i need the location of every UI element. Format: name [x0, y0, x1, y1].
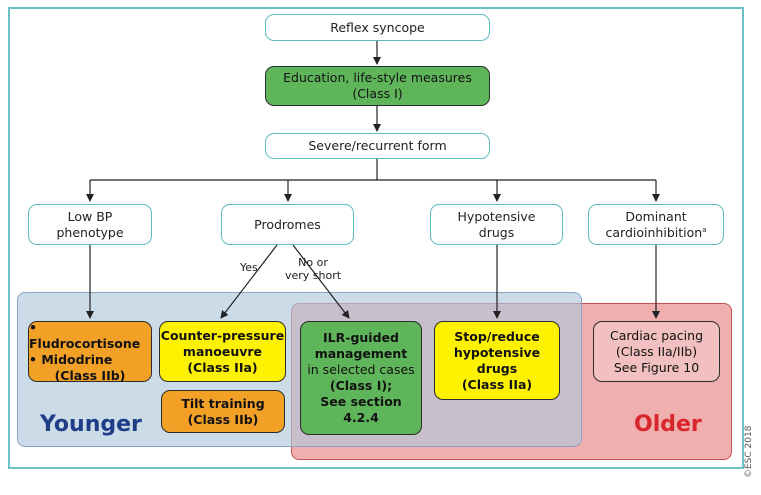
tilt-line1: Tilt training	[181, 395, 265, 411]
stop-line4: (Class IIa)	[461, 376, 533, 392]
cardio-line2-wrap: cardioinhibitiona	[606, 225, 707, 241]
tilt-training-box: Tilt training (Class IIb)	[161, 390, 285, 433]
arrow-yes-to-counter	[220, 244, 278, 319]
fludro-line3: (Class IIb)	[54, 367, 126, 383]
no-line1: No or	[298, 256, 328, 269]
cardio-line2: cardioinhibition	[605, 224, 703, 240]
ilr-line5: See section	[320, 394, 402, 409]
education-line2: (Class I)	[352, 86, 403, 101]
older-label: Older	[634, 412, 702, 437]
reflex-syncope-box: Reflex syncope	[265, 14, 490, 41]
stop-line2: hypotensive	[453, 344, 541, 360]
low-bp-line2: phenotype	[56, 224, 124, 240]
ilr-line6: 4.2.4	[343, 410, 379, 425]
yes-label: Yes	[240, 261, 258, 274]
hypotensive-line1: Hypotensive	[457, 208, 536, 224]
low-bp-phenotype-box: Low BP phenotype	[28, 204, 152, 245]
pacing-line2: (Class IIa/IIb)	[615, 343, 698, 359]
prodromes-box: Prodromes	[221, 204, 354, 245]
prodromes-label: Prodromes	[254, 216, 321, 232]
fludro-line1: • Fludrocortisone	[29, 319, 141, 351]
low-bp-line1: Low BP	[67, 208, 113, 224]
fludro-line2: • Midodrine	[29, 351, 113, 367]
fludrocortisone-midodrine-box: • Fludrocortisone • Midodrine (Class IIb…	[28, 319, 152, 383]
stop-line3: drugs	[476, 360, 518, 376]
counter-pressure-box: Counter-pressure manoeuvre (Class IIa)	[159, 321, 286, 382]
counter-line2: manoeuvre	[182, 343, 263, 359]
counter-line3: (Class IIa)	[187, 359, 258, 375]
cardio-line1: Dominant	[625, 208, 687, 224]
copyright-label: ©ESC 2018	[744, 425, 754, 478]
severe-recurrent-label: Severe/recurrent form	[308, 138, 447, 153]
education-box: Education, life-style measures (Class I)	[265, 66, 490, 106]
dominant-cardioinhibition-box: Dominant cardioinhibitiona	[588, 204, 724, 245]
ilr-guided-box: ILR-guided management in selected cases …	[300, 321, 422, 435]
younger-label: Younger	[40, 412, 142, 437]
tilt-line2: (Class IIb)	[187, 411, 259, 427]
stop-reduce-box: Stop/reduce hypotensive drugs (Class IIa…	[434, 321, 560, 400]
cardio-footnote-mark: a	[702, 225, 707, 234]
hypotensive-line2: drugs	[478, 224, 515, 240]
reflex-syncope-label: Reflex syncope	[330, 19, 425, 35]
no-line2: very short	[285, 269, 342, 282]
ilr-line3: in selected cases	[307, 362, 415, 377]
counter-line1: Counter-pressure	[160, 327, 285, 343]
edge-label-no: No or very short	[285, 256, 341, 282]
ilr-line1: ILR-guided	[323, 330, 399, 345]
arrow-no-to-ilr	[292, 244, 350, 319]
pacing-line3: See Figure 10	[613, 359, 700, 375]
severe-recurrent-box: Severe/recurrent form	[265, 133, 490, 159]
stop-line1: Stop/reduce	[454, 328, 540, 344]
ilr-line2: management	[314, 346, 408, 361]
hypotensive-drugs-box: Hypotensive drugs	[430, 204, 563, 245]
pacing-line1: Cardiac pacing	[609, 327, 704, 343]
education-line1: Education, life-style measures	[283, 70, 472, 85]
ilr-line4: (Class I);	[329, 378, 393, 393]
cardiac-pacing-box: Cardiac pacing (Class IIa/IIb) See Figur…	[593, 321, 720, 382]
edge-label-yes: Yes	[240, 261, 258, 274]
